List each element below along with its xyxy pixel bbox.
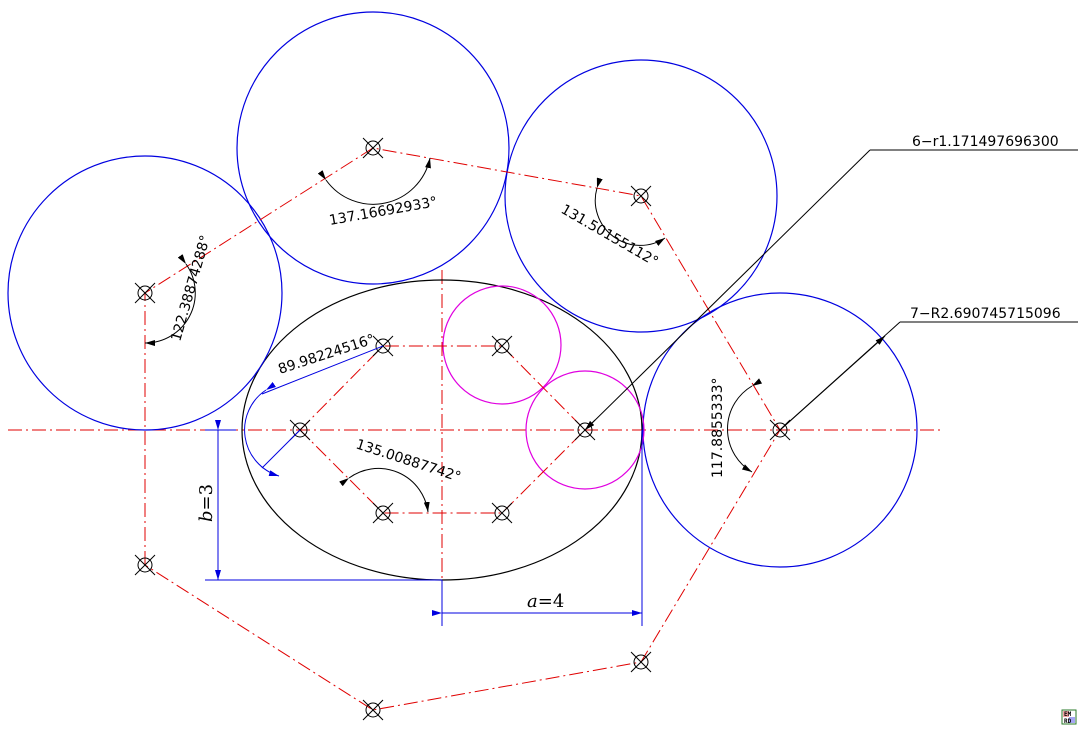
angle-arc-137 <box>317 157 431 205</box>
point-marker <box>630 185 652 207</box>
point-marker <box>491 502 513 524</box>
angle-label-122: 122.38874288° <box>168 233 214 343</box>
point-marker <box>134 554 156 576</box>
point-marker <box>134 282 156 304</box>
small-radius-label: 6−r1.171497696300 <box>912 134 1059 150</box>
point-marker <box>362 699 384 721</box>
angle-label-137: 137.16692933° <box>328 194 439 229</box>
dim-b-label: b=3 <box>196 484 217 522</box>
angle-arc-117 <box>727 378 763 473</box>
large-circle-top-right <box>504 59 778 333</box>
angle-arc-122 <box>144 254 196 347</box>
point-marker <box>372 502 394 524</box>
small-circle-upper <box>442 285 562 405</box>
point-marker <box>362 137 384 159</box>
large-circle-left <box>7 155 283 431</box>
angle-arc-135 <box>339 468 430 513</box>
small-circle-right <box>525 370 645 490</box>
point-markers <box>134 137 791 721</box>
large-radius-label: 7−R2.690745715096 <box>910 306 1061 322</box>
logo-text-bottom: RD <box>1064 718 1072 725</box>
angle-label-131: 131.50155112° <box>558 202 661 271</box>
angle-label-117: 117.8855333° <box>710 377 726 478</box>
leader-small-radius <box>584 149 871 431</box>
large-circle-right <box>642 292 918 568</box>
outer-polygon-centerline <box>144 147 781 711</box>
angle-arc-131 <box>594 177 666 246</box>
angle-ext-line-lower <box>261 429 301 469</box>
angle-ext-line-upper <box>261 345 384 395</box>
svg-text:b=3: b=3 <box>196 484 217 522</box>
leader-large-radius-arrow <box>779 335 886 431</box>
logo: EM RD <box>1061 709 1077 725</box>
logo-text-top: EM <box>1064 711 1072 718</box>
dim-a-label: a=4 <box>527 591 564 612</box>
point-marker <box>630 651 652 673</box>
point-marker <box>491 335 513 357</box>
large-circle-top <box>236 11 510 285</box>
angle-arc-89 <box>244 381 280 477</box>
